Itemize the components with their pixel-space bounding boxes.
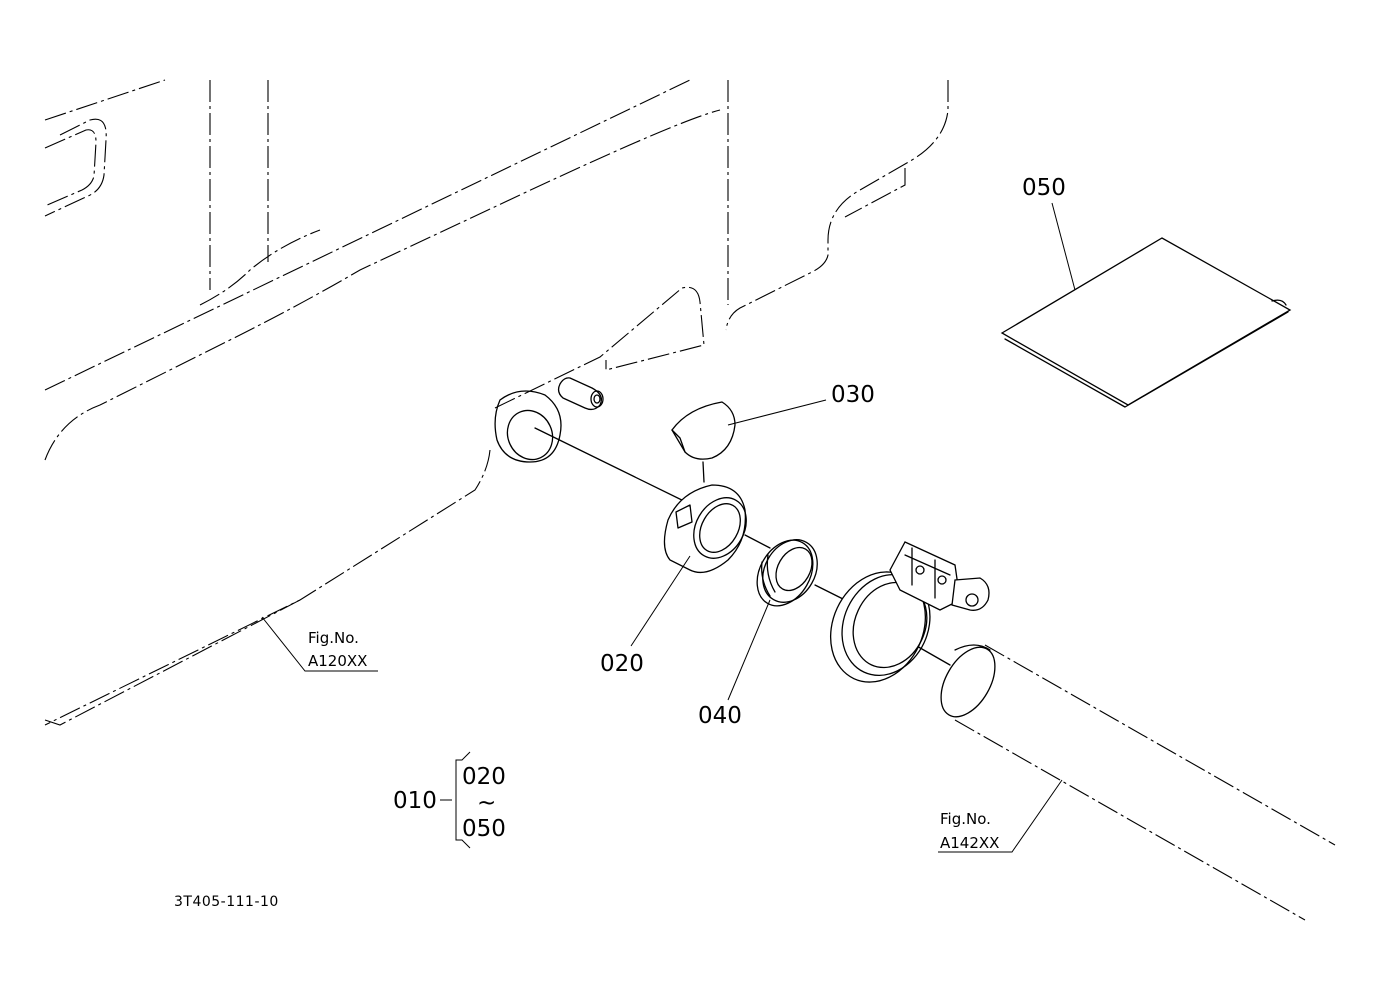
fig-ref-tank-line2: A120XX: [308, 652, 367, 670]
assembly-to: 050: [462, 816, 506, 842]
part-030-cap: [671, 401, 736, 483]
assembly-tilde: ~: [477, 790, 496, 816]
label-020: 020: [600, 651, 644, 677]
fig-ref-hose-line1: Fig.No.: [940, 810, 991, 828]
label-030: 030: [831, 382, 875, 408]
tank-outline: [44, 79, 949, 726]
tank-outlet-boss: [494, 390, 562, 463]
assembly-from: 020: [462, 764, 506, 790]
assembly-bracket: 010 020 ~ 050: [393, 751, 506, 849]
drawing-code: 3T405-111-10: [174, 894, 279, 910]
fig-ref-hose-line2: A142XX: [940, 834, 999, 852]
fuel-hose: [940, 644, 1336, 921]
part-040-ring: [756, 539, 818, 607]
label-050: 050: [1022, 175, 1066, 201]
fig-ref-tank-line1: Fig.No.: [308, 629, 359, 647]
part-020-sleeve: [663, 484, 747, 574]
leader-lines: [261, 202, 1076, 853]
part-050-sheet: [1000, 237, 1292, 408]
label-040: 040: [698, 703, 742, 729]
hose-clamp: [829, 541, 990, 683]
assembly-parent: 010: [393, 788, 437, 814]
drain-nipple: [557, 377, 604, 411]
